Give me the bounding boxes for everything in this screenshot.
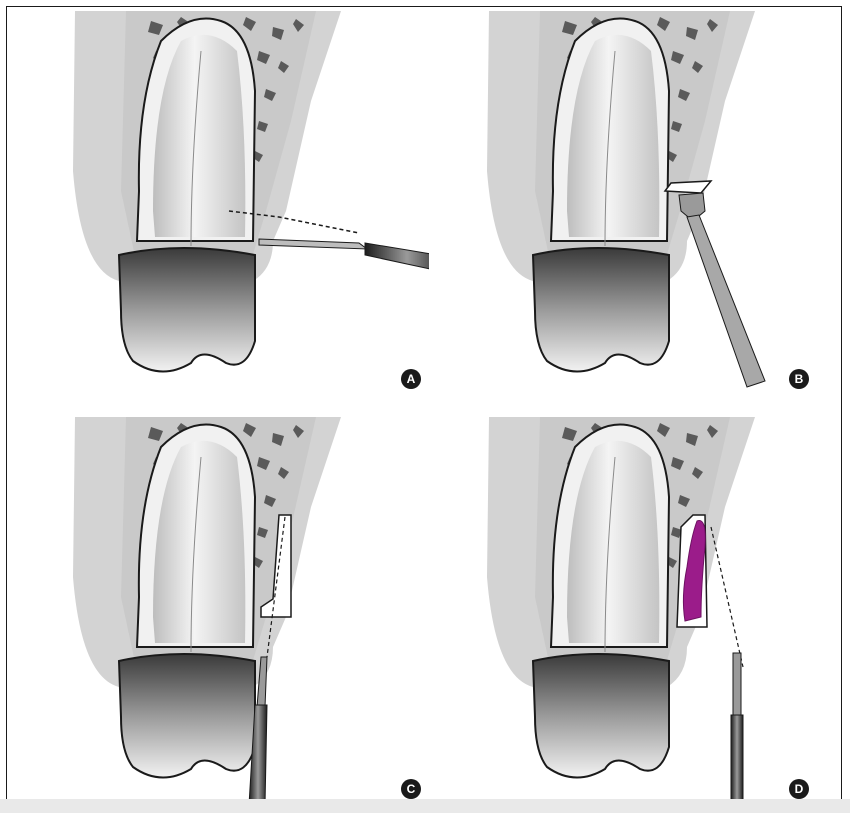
- panel-c-illustration: [29, 417, 429, 805]
- panel-a: A: [29, 11, 429, 399]
- tunneling-instrument-icon: [731, 653, 743, 805]
- scalpel-icon: [259, 239, 429, 273]
- panel-label-c: C: [401, 779, 421, 799]
- panel-b: B: [443, 11, 843, 399]
- panel-b-illustration: [443, 11, 843, 399]
- panel-a-illustration: [29, 11, 429, 399]
- panel-d-illustration: [443, 417, 843, 805]
- bottom-strip: [0, 799, 850, 813]
- panel-label-a: A: [401, 369, 421, 389]
- panel-d: D: [443, 417, 843, 805]
- periosteal-elevator-icon: [679, 193, 765, 387]
- figure-frame: A B C: [6, 6, 842, 806]
- panel-label-d: D: [789, 779, 809, 799]
- panel-label-b: B: [789, 369, 809, 389]
- panel-c: C: [29, 417, 429, 805]
